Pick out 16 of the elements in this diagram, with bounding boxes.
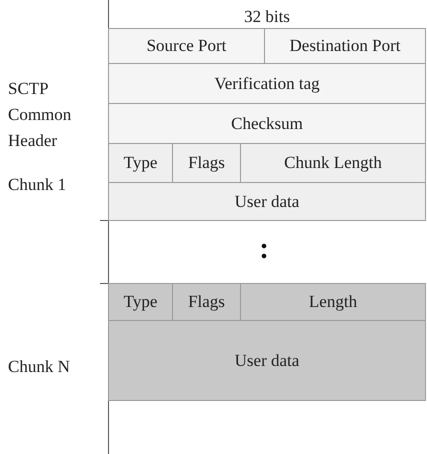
- packet-field: Type: [108, 283, 173, 321]
- packet-field: User data: [108, 320, 426, 401]
- packet-field: Length: [240, 283, 426, 321]
- packet-field: Destination Port: [264, 28, 426, 64]
- section-label: Chunk N: [8, 356, 71, 378]
- section-label: SCTP Common Header: [8, 78, 72, 152]
- packet-field: Flags: [172, 143, 241, 183]
- packet-field: Verification tag: [108, 63, 426, 104]
- packet-field: Type: [108, 143, 173, 183]
- packet-field: Chunk Length: [240, 143, 426, 183]
- packet-field: Checksum: [108, 103, 426, 144]
- width-label: 32 bits: [243, 6, 291, 28]
- packet-field: Source Port: [108, 28, 265, 64]
- packet-field: User data: [108, 182, 426, 221]
- section-label: Chunk 1: [8, 174, 68, 196]
- packet-field: Flags: [172, 283, 241, 321]
